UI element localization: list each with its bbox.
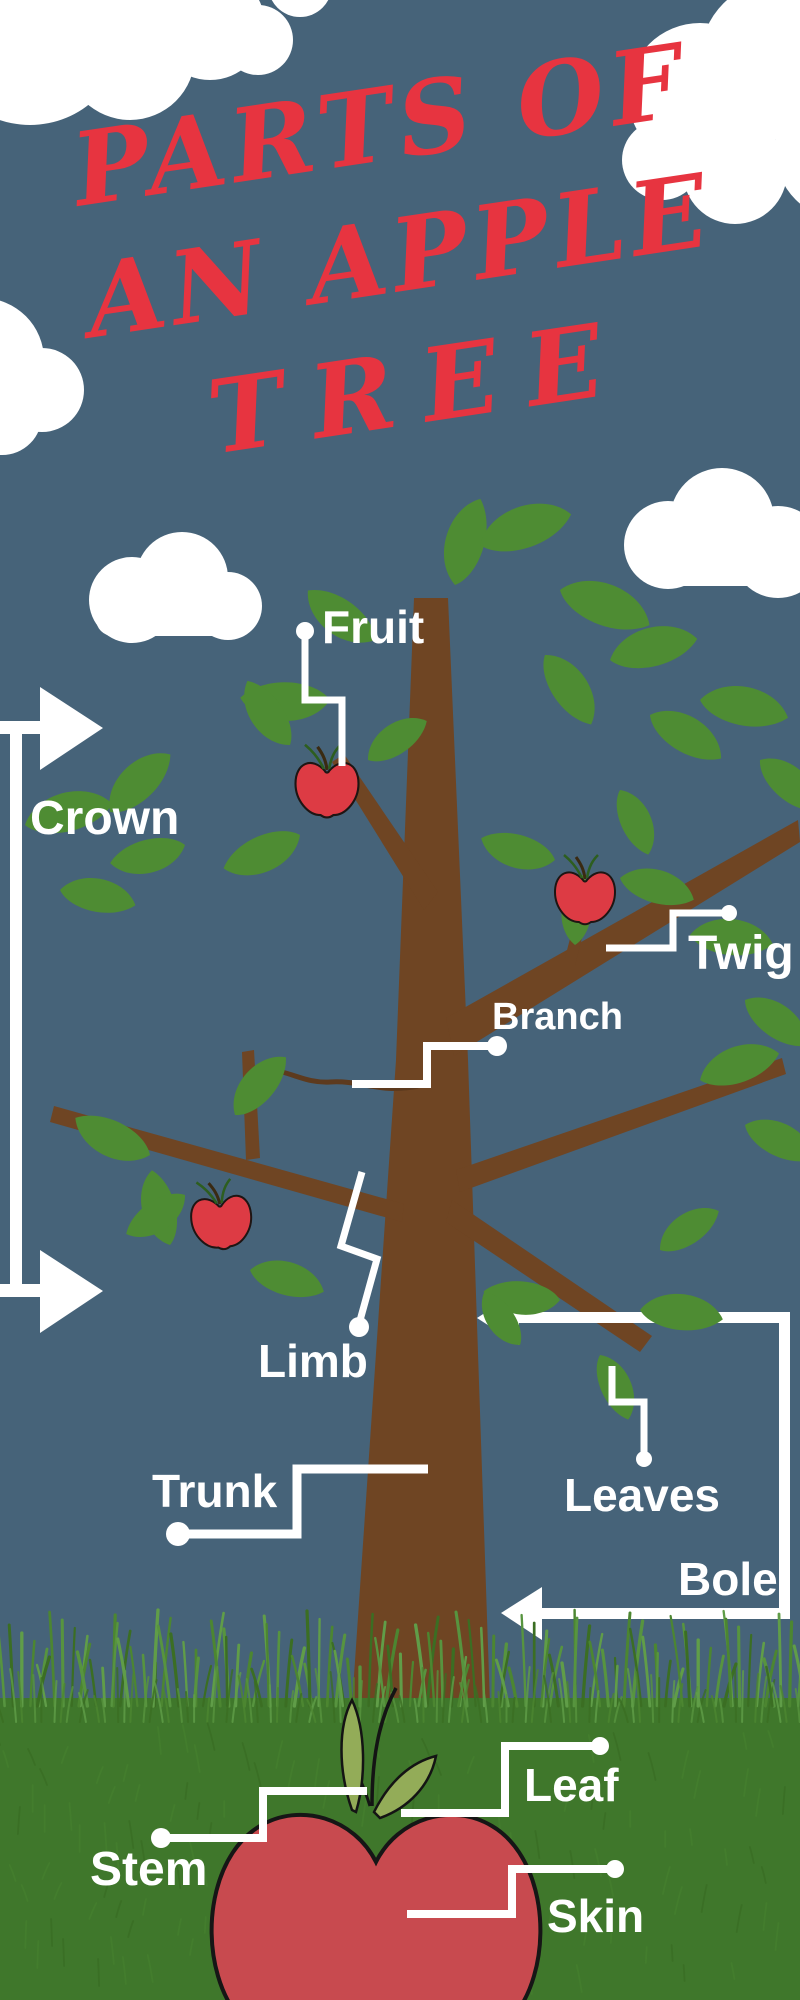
label-limb: Limb [258,1335,368,1387]
tree-branch [446,820,800,1056]
tree-limb [50,1106,404,1222]
trunk-dot [166,1522,190,1546]
label-skin: Skin [547,1890,645,1942]
cloud-icon [624,468,800,598]
fruit-dot [296,622,314,640]
stem-dot [151,1828,171,1848]
grass-field [0,1608,800,2000]
label-crown: Crown [30,792,180,845]
tree-twig [281,1069,419,1091]
label-trunk: Trunk [152,1465,278,1517]
apple-leaf [372,1754,438,1820]
skin-dot [606,1860,624,1878]
limb-dot [349,1317,369,1337]
fruit-connector [301,632,346,766]
label-branch: Branch [492,996,623,1038]
arrow-right-icon [40,687,103,770]
big-apple-icon [209,1687,543,2000]
stem-connector [162,1787,367,1842]
leaf-dot [591,1737,609,1755]
branch-dot [487,1036,507,1056]
tree-branch [456,1058,786,1192]
label-leaves: Leaves [564,1469,721,1521]
trunk-connector [178,1464,428,1539]
label-fruit: Fruit [322,601,425,653]
apple-stem [370,1687,398,1807]
arrow-left-icon [501,1587,542,1640]
leaf-connector [401,1742,599,1817]
leaves-connector [608,1366,648,1456]
label-twig: Twig [688,927,794,980]
apple-leaf [340,1697,365,1814]
branch-connector [352,1042,497,1088]
arrow-right-icon [40,1250,103,1333]
label-connectors [0,622,737,1918]
twig-dot [721,905,737,921]
limb-connector [336,1171,382,1325]
tree-trunk [50,598,800,1705]
label-bole: Bole [678,1553,778,1605]
cloud-icon [622,0,800,224]
tree-branch [332,754,438,910]
leaves-dot [636,1451,652,1467]
cloud-icon [0,0,329,125]
cloud-icon [0,300,84,455]
twig-connector [606,909,729,952]
crown-bracket-arrow [0,687,103,1333]
label-stem: Stem [90,1843,208,1896]
skin-connector [407,1865,614,1918]
cloud-icon [89,532,262,643]
label-leaf: Leaf [524,1759,619,1811]
